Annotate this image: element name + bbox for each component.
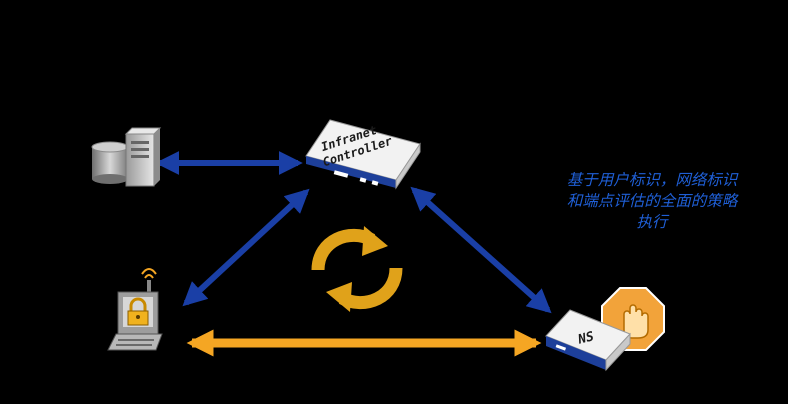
ns-appliance: NS <box>545 309 631 372</box>
controller-enforcer-arrow <box>410 186 552 314</box>
policy-caption: 基于用户标识，网络标识 和端点评估的全面的策略 执行 <box>536 170 768 233</box>
caption-line-1: 基于用户标识，网络标识 <box>566 171 738 189</box>
laptop-lock-icon <box>107 268 163 351</box>
caption-line-3: 执行 <box>636 213 668 231</box>
laptop-controller-arrow <box>182 188 310 307</box>
enforcer-label: NS <box>576 329 596 348</box>
infranet-controller-appliance: Infranet Controller <box>305 119 421 190</box>
refresh-cycle-icon <box>311 226 403 312</box>
caption-line-2: 和端点评估的全面的策略 <box>566 192 738 210</box>
server-database-icon <box>91 127 162 187</box>
